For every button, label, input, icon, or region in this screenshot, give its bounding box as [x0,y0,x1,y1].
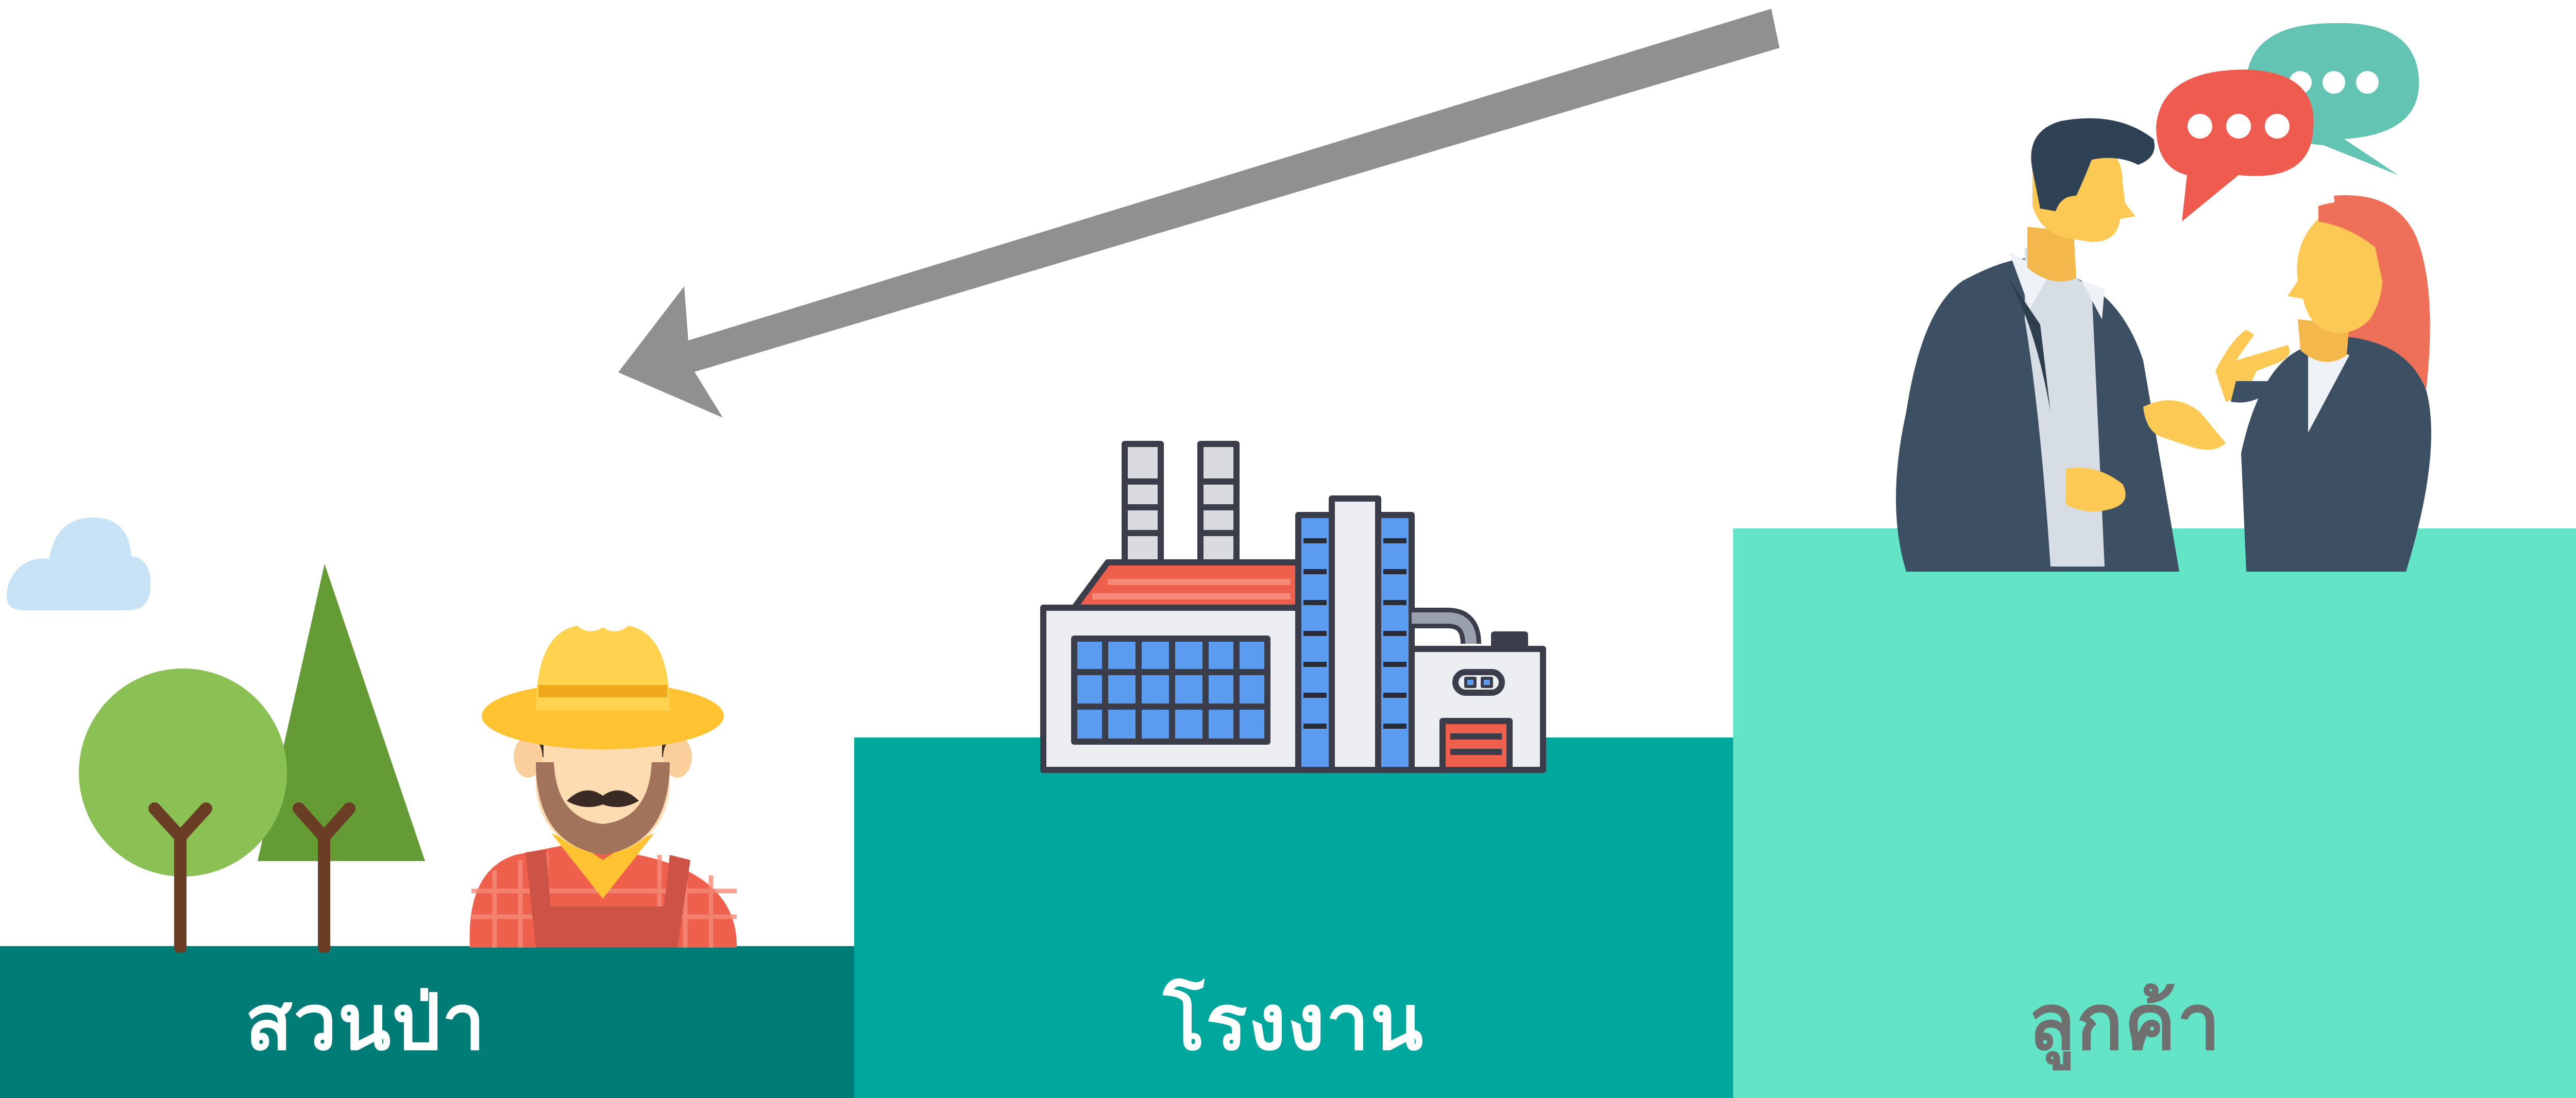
stage-label-factory: โรงงาน [854,946,1733,1098]
flow-arrow-icon [618,9,1780,418]
cloud-icon [7,518,150,610]
farmer-icon [470,626,737,948]
factory-icon [1043,444,1543,770]
stage-label-forest: สวนป่า [0,946,732,1098]
stage-label-customer: ลูกค้า [1733,946,2516,1098]
business-conversation-icon [1896,23,2431,572]
trees-icon [79,564,425,953]
